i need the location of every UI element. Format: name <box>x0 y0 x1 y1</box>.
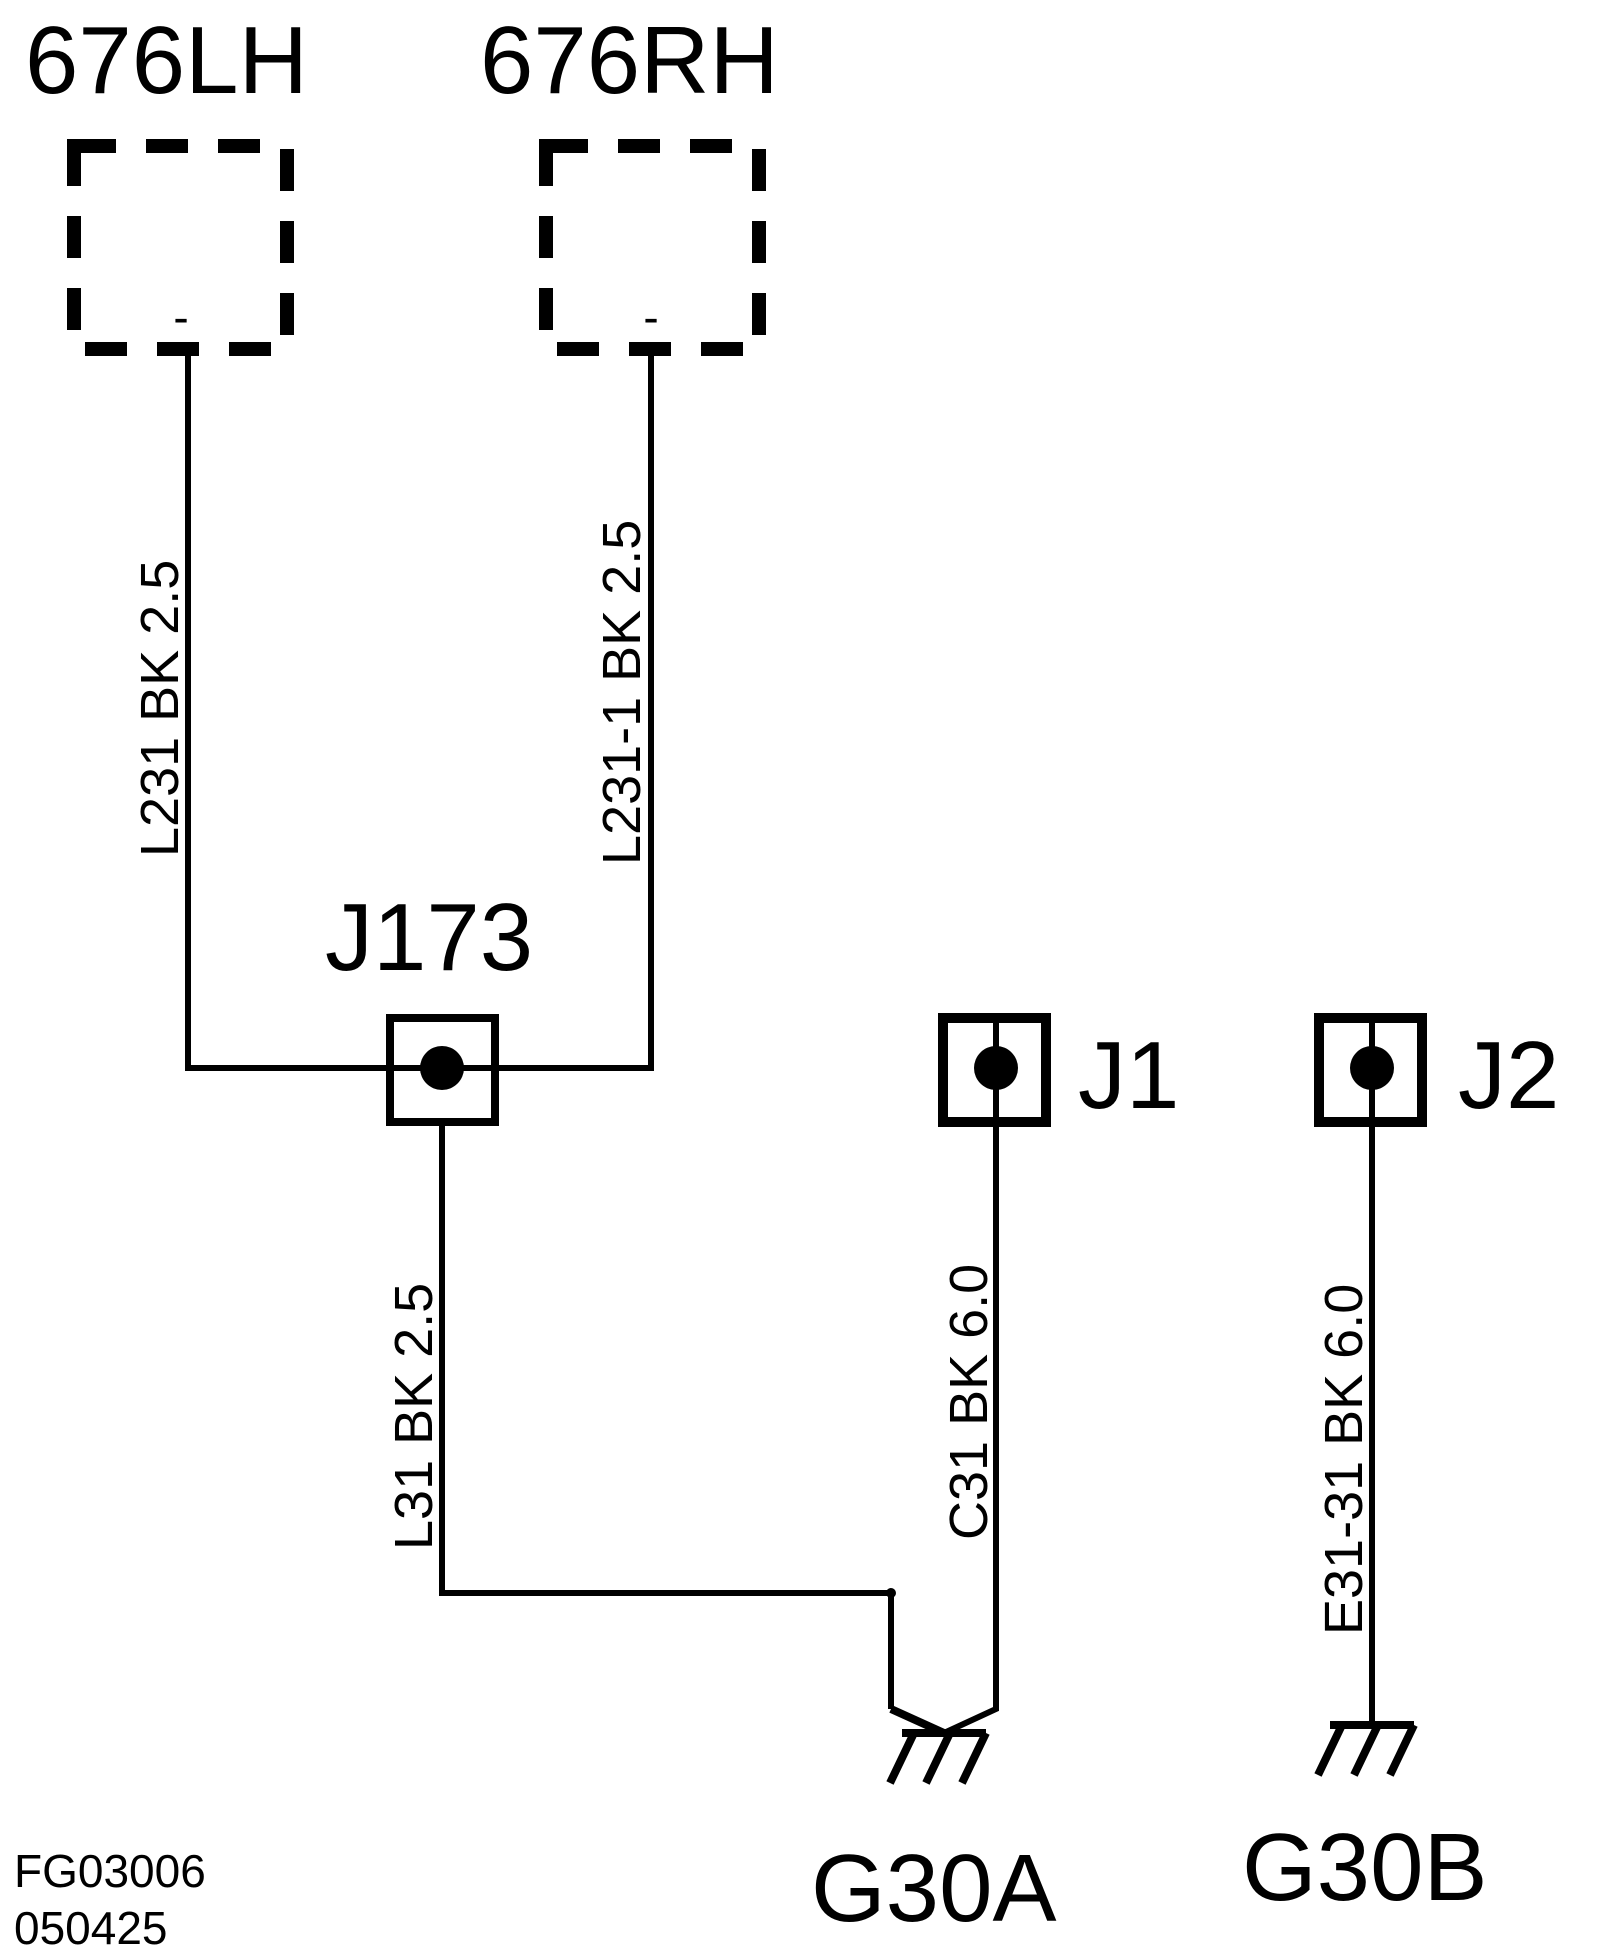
junction-j173: J173 <box>325 884 533 1126</box>
wire-label-l231-1: L231-1 BK 2.5 <box>592 520 652 865</box>
junction-j173-dot <box>420 1046 464 1090</box>
ground-g30a-symbol <box>886 1705 990 1785</box>
component-676rh-outline <box>539 139 766 356</box>
ground-g30b-label: G30B <box>1242 1814 1487 1921</box>
component-676lh-pin: - <box>173 291 188 343</box>
component-676rh-label: 676RH <box>480 7 779 114</box>
component-676lh: 676LH - <box>25 7 308 356</box>
wire-label-l31: L31 BK 2.5 <box>384 1283 444 1550</box>
junction-j1-dot <box>974 1046 1018 1090</box>
junction-j2-dot <box>1350 1046 1394 1090</box>
wire-c31-path <box>942 1122 999 1736</box>
component-676lh-outline <box>67 139 294 356</box>
wire-label-c31: C31 BK 6.0 <box>939 1264 999 1540</box>
wire-l31-node <box>886 1588 896 1598</box>
wire-l31-path <box>439 1122 894 1709</box>
junction-j1-label: J1 <box>1078 1022 1179 1129</box>
ground-g30a-label: G30A <box>811 1835 1056 1942</box>
junction-j2: J2 <box>1314 1013 1559 1129</box>
component-676lh-label: 676LH <box>25 7 308 114</box>
wire-label-e31-31: E31-31 BK 6.0 <box>1314 1284 1374 1635</box>
component-676rh: 676RH - <box>480 7 779 356</box>
wire-l231-path <box>185 355 654 1071</box>
figure-id: FG03006 <box>14 1845 206 1897</box>
date-code: 050425 <box>14 1902 168 1954</box>
junction-j1: J1 <box>938 1013 1179 1129</box>
wires-upper <box>185 355 654 1071</box>
component-676rh-pin: - <box>643 291 658 343</box>
ground-g30b-symbol <box>1314 1721 1418 1777</box>
junction-j173-label: J173 <box>325 884 533 991</box>
wire-label-l231: L231 BK 2.5 <box>130 560 190 857</box>
junction-j2-label: J2 <box>1458 1022 1559 1129</box>
